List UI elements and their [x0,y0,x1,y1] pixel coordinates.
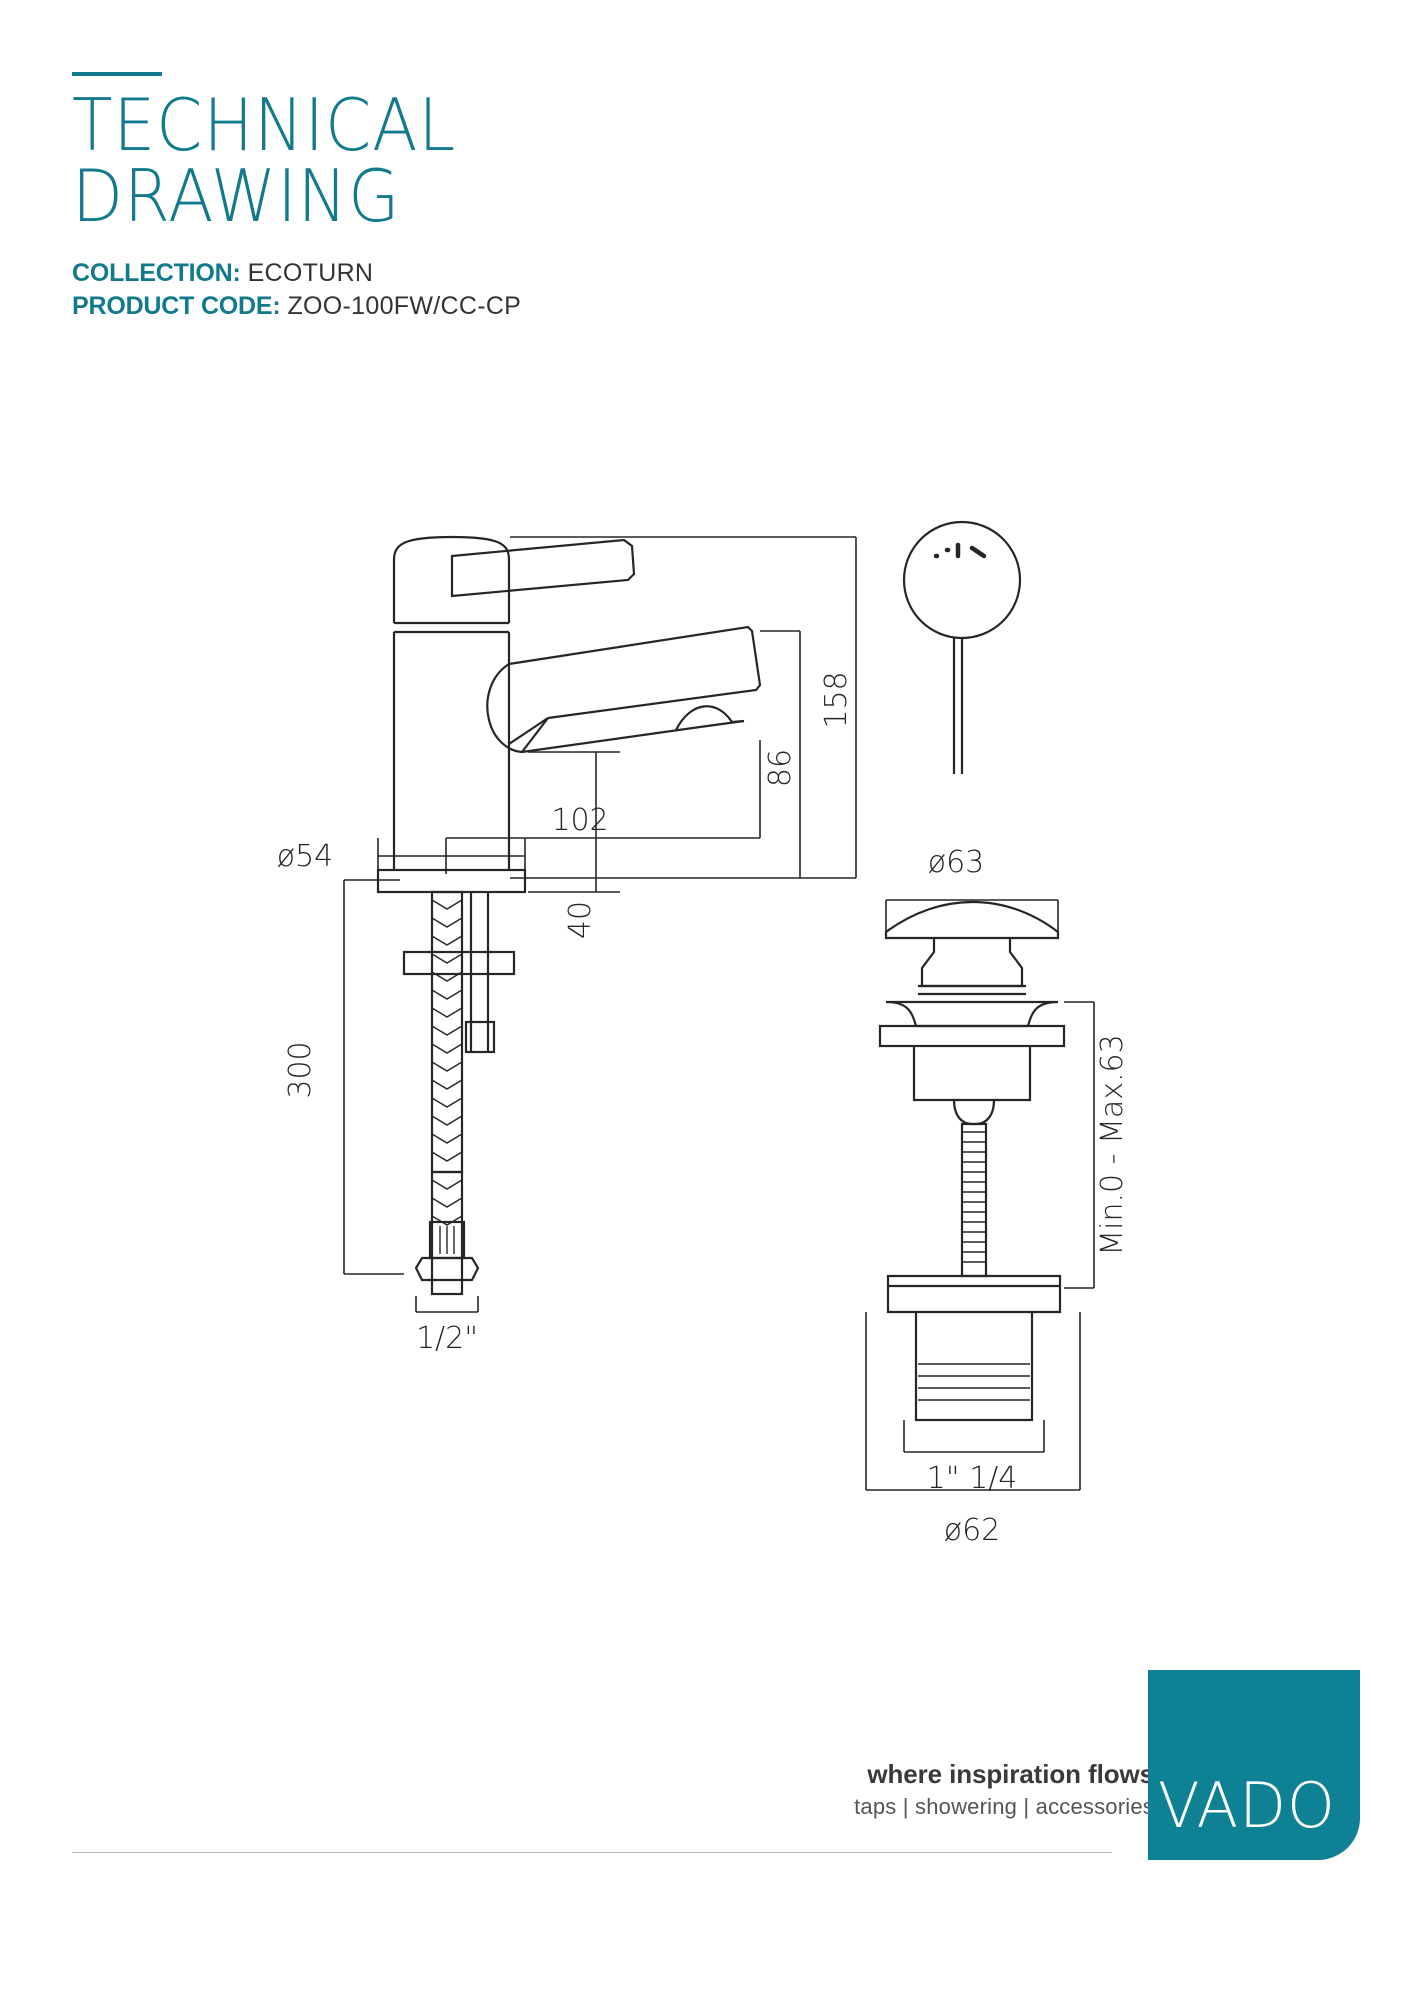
product-meta: COLLECTION: ECOTURN PRODUCT CODE: ZOO-10… [72,257,872,323]
dimension-lines-waste [865,899,1095,1491]
waste-thread-texture [962,1131,986,1263]
tagline-block: where inspiration flows taps | showering… [634,1759,1154,1820]
product-code-line: PRODUCT CODE: ZOO-100FW/CC-CP [72,290,872,323]
page-title-line-1: TECHNICAL [72,83,457,167]
tap-spout [486,625,762,754]
dim-base-diameter: ø54 [277,839,334,874]
tagline-main: where inspiration flows [867,1759,1154,1789]
dimension-labels: ø54 102 158 86 40 300 1/2" ø63 Min.0 - M… [277,671,1130,1548]
tap-cartridge-dome [392,535,511,634]
tap-base-flange [376,868,527,894]
dim-spout-reach: 102 [551,803,608,838]
footer-divider [72,1852,1112,1853]
vado-logo-shape [1148,1670,1360,1860]
dim-waste-body-diameter: ø62 [944,1513,1001,1548]
tap-top-view [902,520,1022,774]
dimension-lines-tap [343,536,857,1313]
vado-logo-text: VADO [1158,1769,1336,1842]
dim-tail-length: 300 [283,1041,318,1098]
handle-indicator-marks [933,542,987,559]
document-footer: where inspiration flows taps | showering… [0,1660,1414,1920]
product-code-label: PRODUCT CODE: [72,292,281,321]
product-code-value: ZOO-100FW/CC-CP [287,292,522,321]
dim-base-to-spout: 40 [563,901,598,939]
dim-waste-range: Min.0 - Max.63 [1095,1034,1130,1255]
tap-tail-assembly [402,890,516,1296]
title-accent-rule [72,72,162,76]
waste-shank-threads [918,1363,1030,1401]
waste-assembly [878,901,1066,1422]
collection-label: COLLECTION: [72,259,241,288]
dim-waste-thread: 1" 1/4 [927,1461,1018,1496]
vado-logo: VADO [1148,1670,1360,1860]
dim-waste-cap-diameter: ø63 [928,845,985,880]
dim-spout-height: 86 [763,749,798,787]
braid-texture [431,899,463,1254]
tap-body [392,632,511,870]
collection-value: ECOTURN [247,259,374,288]
collection-line: COLLECTION: ECOTURN [72,257,872,290]
document-header: TECHNICAL DRAWING COLLECTION: ECOTURN PR… [72,72,872,323]
page-title-line-2: DRAWING [72,153,401,238]
tagline-sub: taps | showering | accessories [854,1793,1154,1819]
dim-connection-size: 1/2" [416,1321,478,1356]
tap-lever [450,538,636,598]
dim-total-height: 158 [819,671,854,728]
